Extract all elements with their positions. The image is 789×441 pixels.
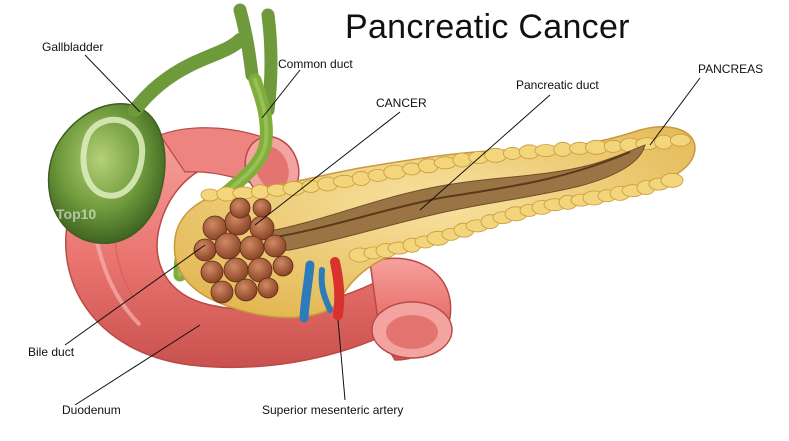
tumor-nodule bbox=[210, 280, 234, 304]
pancreas-lobule bbox=[654, 134, 673, 150]
tumor-nodule bbox=[239, 235, 265, 261]
label-bile-duct: Bile duct bbox=[28, 345, 75, 359]
label-cancer: CANCER bbox=[376, 96, 427, 110]
label-common-duct: Common duct bbox=[278, 57, 353, 71]
blood-vessels bbox=[299, 257, 345, 323]
tumor-nodule bbox=[257, 277, 279, 299]
pancreas-lobule bbox=[351, 171, 371, 186]
gallbladder bbox=[47, 103, 166, 245]
pancreas-lobule bbox=[603, 139, 623, 153]
tumor-nodule bbox=[200, 260, 224, 284]
pancreatic-duct-line bbox=[269, 151, 631, 239]
tumor-nodule bbox=[223, 257, 249, 283]
leader-lines bbox=[64, 54, 701, 406]
label-duodenum: Duodenum bbox=[62, 403, 121, 417]
label-pancreas: PANCREAS bbox=[698, 62, 764, 76]
tumor-nodule bbox=[229, 197, 251, 219]
tumor-nodule bbox=[263, 234, 287, 258]
pancreas-lobule bbox=[660, 172, 684, 188]
tumor-nodule bbox=[252, 198, 272, 218]
pancreas-lobule bbox=[250, 184, 270, 200]
label-superior-mesenteric-artery: Superior mesenteric artery bbox=[262, 403, 404, 417]
page-title: Pancreatic Cancer bbox=[345, 8, 630, 46]
pancreas-lobule bbox=[200, 188, 220, 202]
tumor-nodule bbox=[214, 232, 242, 260]
tumor-nodule bbox=[272, 255, 294, 277]
tumor-nodule bbox=[234, 278, 258, 302]
pancreas-lobule bbox=[452, 152, 472, 168]
pancreas-lobule bbox=[503, 147, 522, 160]
label-pancreatic-duct: Pancreatic duct bbox=[516, 78, 599, 92]
label-gallbladder: Gallbladder bbox=[42, 40, 104, 54]
cancer-tumor bbox=[193, 197, 294, 304]
pancreas-lobule bbox=[402, 162, 422, 176]
pancreas-lobule bbox=[383, 164, 407, 180]
pancreas bbox=[173, 126, 696, 319]
watermark-text: Top10 bbox=[56, 206, 97, 222]
pancreas-lobule bbox=[670, 133, 691, 147]
pancreas-lobule bbox=[553, 141, 573, 157]
